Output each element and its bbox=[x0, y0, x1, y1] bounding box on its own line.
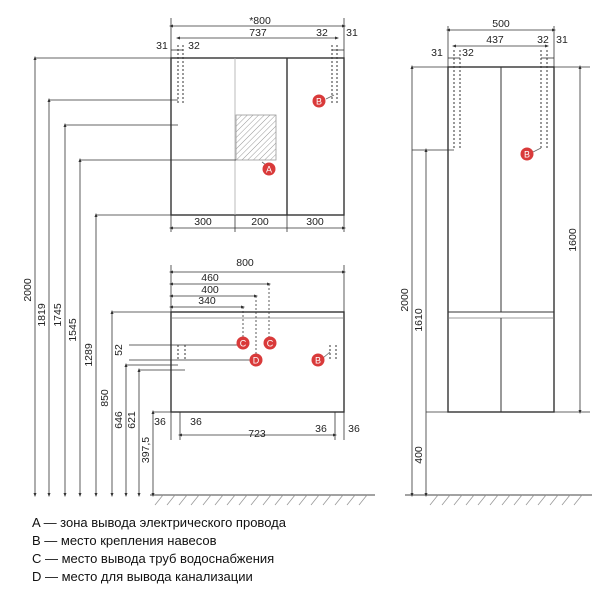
tall-400-label: 400 bbox=[413, 446, 425, 464]
dim-1819-label: 1819 bbox=[36, 303, 48, 327]
marker-d: D bbox=[249, 353, 263, 367]
marker-b-tall: B bbox=[520, 147, 542, 161]
svg-text:C: C bbox=[267, 339, 274, 349]
svg-text:A: A bbox=[266, 165, 272, 175]
dim-646-label: 646 bbox=[113, 411, 125, 429]
vertical-dimensions bbox=[33, 56, 256, 497]
top-seg-mid-label: 200 bbox=[251, 216, 269, 228]
svg-text:B: B bbox=[524, 150, 530, 160]
legend-item-c: C — место вывода труб водоснабжения bbox=[32, 551, 275, 566]
top-seg-right-label: 300 bbox=[306, 216, 324, 228]
vertical-dimension-labels: 2000 1819 1745 1545 1289 850 646 621 397… bbox=[22, 278, 152, 463]
legend-item-a: A — зона вывода электрического провода bbox=[32, 515, 286, 530]
vanity-d340-label: 340 bbox=[198, 295, 216, 307]
dim-2000-label: 2000 bbox=[22, 278, 34, 302]
marker-c-left: C bbox=[236, 336, 250, 350]
top-offset-right-label: 31 bbox=[346, 27, 358, 39]
electrical-zone bbox=[235, 114, 277, 161]
tall-1610-label: 1610 bbox=[413, 308, 425, 332]
tall-width-label: 500 bbox=[492, 18, 510, 30]
tall-2000-label: 2000 bbox=[399, 288, 411, 312]
vanity-side-l-label: 36 bbox=[154, 416, 166, 428]
vanity-side-r-label: 36 bbox=[315, 423, 327, 435]
dim-1545-label: 1545 bbox=[67, 318, 79, 342]
marker-b-vanity: B bbox=[311, 351, 331, 367]
svg-text:D: D bbox=[253, 356, 260, 366]
marker-b-top: B bbox=[312, 94, 335, 108]
top-offset-right2-label: 32 bbox=[316, 27, 328, 39]
svg-text:B: B bbox=[315, 356, 321, 366]
ground-lines bbox=[150, 494, 592, 506]
tall-cabinet: 500 437 31 32 32 31 2000 1610 400 1600 bbox=[399, 18, 590, 497]
top-offset-left2-label: 32 bbox=[188, 40, 200, 52]
top-seg-left-label: 300 bbox=[194, 216, 212, 228]
svg-text:B: B bbox=[316, 97, 322, 107]
vanity-width-label: 800 bbox=[236, 257, 254, 269]
tall-r32-label: 32 bbox=[537, 34, 549, 46]
marker-a: A bbox=[261, 161, 276, 176]
top-cabinet: *800 737 31 32 32 31 300 200 300 bbox=[156, 15, 358, 232]
dim-621-label: 621 bbox=[126, 411, 138, 429]
top-inner-width-label: 737 bbox=[249, 27, 267, 39]
top-offset-left-label: 31 bbox=[156, 40, 168, 52]
top-width-label: *800 bbox=[249, 15, 271, 27]
dim-397-label: 397,5 bbox=[140, 437, 152, 463]
dim-850-label: 850 bbox=[99, 389, 111, 407]
marker-c-right: C bbox=[263, 336, 277, 350]
vanity-side-r2-label: 36 bbox=[348, 423, 360, 435]
legend-item-b: B — место крепления навесов bbox=[32, 533, 217, 548]
dim-1289-label: 1289 bbox=[83, 343, 95, 367]
dim-52-label: 52 bbox=[113, 344, 125, 356]
legend-item-d: D — место для вывода канализации bbox=[32, 569, 253, 584]
tall-r31-label: 31 bbox=[556, 34, 568, 46]
tall-1600-label: 1600 bbox=[567, 228, 579, 252]
tall-inner-label: 437 bbox=[486, 34, 504, 46]
vanity-side-l2-label: 36 bbox=[190, 416, 202, 428]
vanity-d460-label: 460 bbox=[201, 272, 219, 284]
tall-l32-label: 32 bbox=[462, 47, 474, 59]
vanity-inner-label: 723 bbox=[248, 428, 266, 440]
dim-1745-label: 1745 bbox=[52, 303, 64, 327]
markers: B A C C D B B bbox=[236, 94, 542, 367]
tall-l31-label: 31 bbox=[431, 47, 443, 59]
vanity-unit: 800 460 400 340 723 36 36 36 36 bbox=[154, 257, 360, 440]
svg-text:C: C bbox=[240, 339, 247, 349]
vanity-d400-label: 400 bbox=[201, 284, 219, 296]
